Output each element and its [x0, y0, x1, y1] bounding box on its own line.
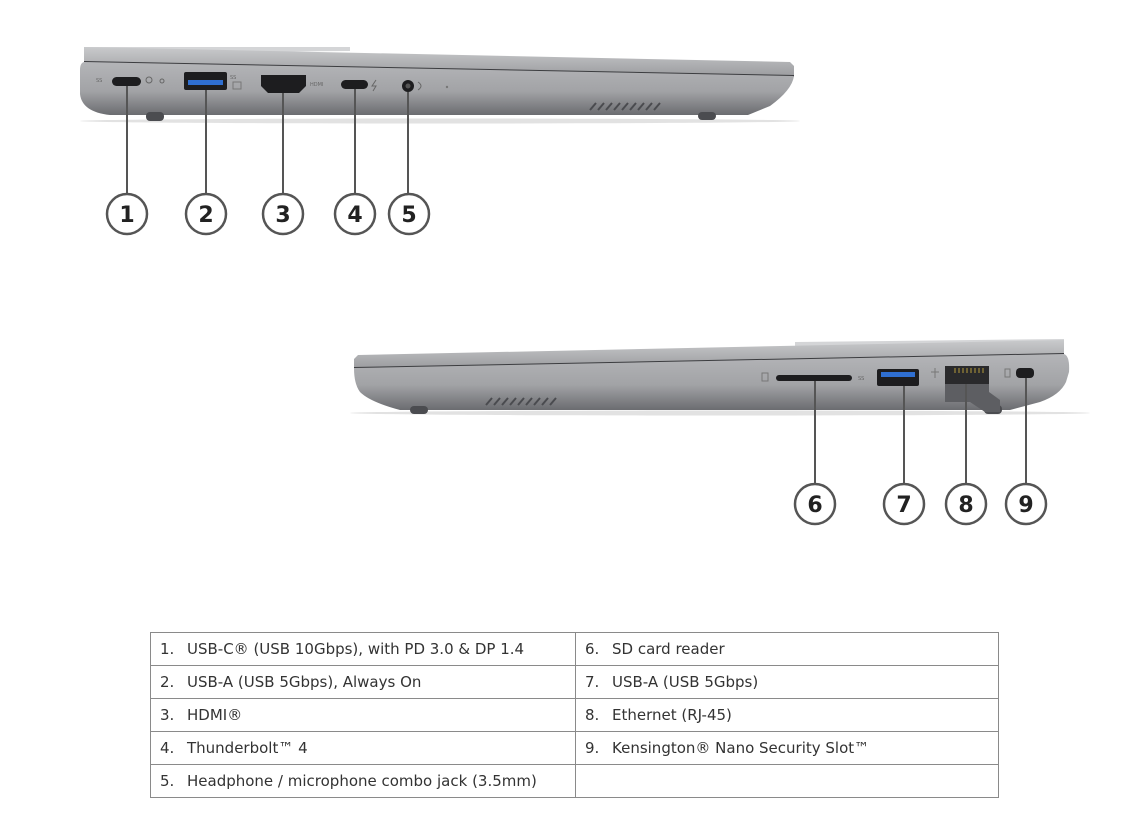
- usb-a-port-7-tongue: [881, 372, 915, 377]
- callout-3: 3: [261, 192, 305, 236]
- legend-number: 4.: [160, 739, 175, 757]
- legend-cell-8: 8. Ethernet (RJ-45): [575, 698, 999, 732]
- legend-number: 9.: [585, 739, 600, 757]
- kensington-slot-9: [1016, 368, 1034, 378]
- legend-cell-6: 6. SD card reader: [575, 632, 999, 666]
- right-vent: [485, 397, 557, 406]
- callout-2: 2: [184, 192, 228, 236]
- right-callout-lines: [814, 378, 1027, 484]
- legend-number: 1.: [160, 640, 175, 658]
- callout-9: 9: [1004, 482, 1048, 526]
- left-callout-lines: [126, 86, 409, 193]
- legend-text: Thunderbolt™ 4: [187, 739, 308, 757]
- callout-5: 5: [387, 192, 431, 236]
- lock-icon: [1004, 368, 1011, 378]
- power-delivery-icon: [145, 76, 153, 84]
- svg-text:1: 1: [119, 203, 134, 228]
- legend-number: 6.: [585, 640, 600, 658]
- table-row: 3. HDMI® 8. Ethernet (RJ-45): [150, 698, 999, 732]
- svg-text:8: 8: [958, 493, 973, 518]
- legend-cell-7: 7. USB-A (USB 5Gbps): [575, 665, 999, 699]
- legend-cell-9: 9. Kensington® Nano Security Slot™: [575, 731, 999, 765]
- usb-c-port-1: [112, 77, 141, 86]
- ethernet-port-8: [945, 366, 989, 384]
- callout-6: 6: [793, 482, 837, 526]
- usb-a-port-7-label: SS: [858, 376, 864, 382]
- legend-text: HDMI®: [187, 706, 243, 724]
- legend-number: 8.: [585, 706, 600, 724]
- svg-text:3: 3: [275, 203, 290, 228]
- legend-number: 5.: [160, 772, 175, 790]
- table-row: 4. Thunderbolt™ 4 9. Kensington® Nano Secu…: [150, 731, 999, 765]
- legend-text: USB-A (USB 5Gbps): [612, 673, 759, 691]
- legend-text: Headphone / microphone combo jack (3.5mm…: [187, 772, 537, 790]
- hdmi-port-3-label: HDMI: [310, 82, 323, 88]
- table-row: 2. USB-A (USB 5Gbps), Always On 7. USB-A (…: [150, 665, 999, 699]
- right-side-view: SS: [350, 339, 1090, 484]
- status-led: [445, 85, 449, 89]
- legend-number: 3.: [160, 706, 175, 724]
- legend-cell-5: 5. Headphone / microphone combo jack (3.5…: [150, 764, 576, 798]
- usb-a-port-2-label: SS: [230, 75, 236, 81]
- thunderbolt-port-4: [341, 80, 368, 89]
- legend-cell-1: 1. USB-C® (USB 10Gbps), with PD 3.0 & DP …: [150, 632, 576, 666]
- legend-cell-4: 4. Thunderbolt™ 4: [150, 731, 576, 765]
- legend-text: Kensington® Nano Security Slot™: [612, 739, 870, 757]
- legend-number: 7.: [585, 673, 600, 691]
- legend-text: SD card reader: [612, 640, 725, 658]
- table-row: 5. Headphone / microphone combo jack (3.5…: [150, 764, 999, 798]
- network-icon: [931, 368, 939, 378]
- svg-text:6: 6: [807, 493, 822, 518]
- always-on-icon: [232, 81, 242, 90]
- legend-cell-empty: [575, 764, 999, 798]
- usb-c-port-1-label: SS: [96, 78, 102, 84]
- left-front-foot: [146, 112, 164, 121]
- laptop-side-views-diagram: SS SS HDMI: [80, 47, 1090, 526]
- right-base: [354, 354, 1070, 410]
- svg-text:4: 4: [347, 203, 362, 228]
- svg-text:9: 9: [1018, 493, 1033, 518]
- left-side-view: SS SS HDMI: [80, 47, 800, 193]
- callout-8: 8: [944, 482, 988, 526]
- sd-card-icon: [761, 372, 769, 382]
- callout-7: 7: [882, 482, 926, 526]
- legend-text: USB-C® (USB 10Gbps), with PD 3.0 & DP 1.…: [187, 640, 525, 658]
- svg-text:2: 2: [198, 203, 213, 228]
- left-lid: [84, 47, 794, 76]
- legend-text: Ethernet (RJ-45): [612, 706, 732, 724]
- legend-text: USB-A (USB 5Gbps), Always On: [187, 673, 422, 691]
- legend-number: 2.: [160, 673, 175, 691]
- callout-1: 1: [105, 192, 149, 236]
- left-base: [80, 62, 794, 115]
- ethernet-port-8-flap: [945, 384, 1000, 412]
- sd-card-slot-6: [776, 375, 852, 381]
- left-rear-foot: [698, 112, 716, 120]
- table-row: 1. USB-C® (USB 10Gbps), with PD 3.0 & DP …: [150, 632, 999, 666]
- headset-icon: [417, 81, 422, 91]
- right-lid: [354, 340, 1064, 368]
- svg-text:7: 7: [896, 493, 911, 518]
- right-rear-foot: [410, 406, 428, 414]
- right-view-shadow: [350, 410, 1090, 416]
- ports-legend-table: 1. USB-C® (USB 10Gbps), with PD 3.0 & DP …: [150, 632, 999, 798]
- thunderbolt-icon: [371, 79, 377, 92]
- ethernet-pins: [954, 368, 984, 373]
- legend-cell-3: 3. HDMI®: [150, 698, 576, 732]
- charge-led-icon: [159, 78, 165, 84]
- left-vent: [589, 102, 661, 111]
- left-view-shadow: [80, 118, 800, 124]
- legend-cell-2: 2. USB-A (USB 5Gbps), Always On: [150, 665, 576, 699]
- svg-text:5: 5: [401, 203, 416, 228]
- callout-4: 4: [333, 192, 377, 236]
- usb-a-port-7: [877, 369, 919, 386]
- usb-a-port-2-tongue: [188, 80, 223, 85]
- hdmi-port-3: [261, 75, 306, 93]
